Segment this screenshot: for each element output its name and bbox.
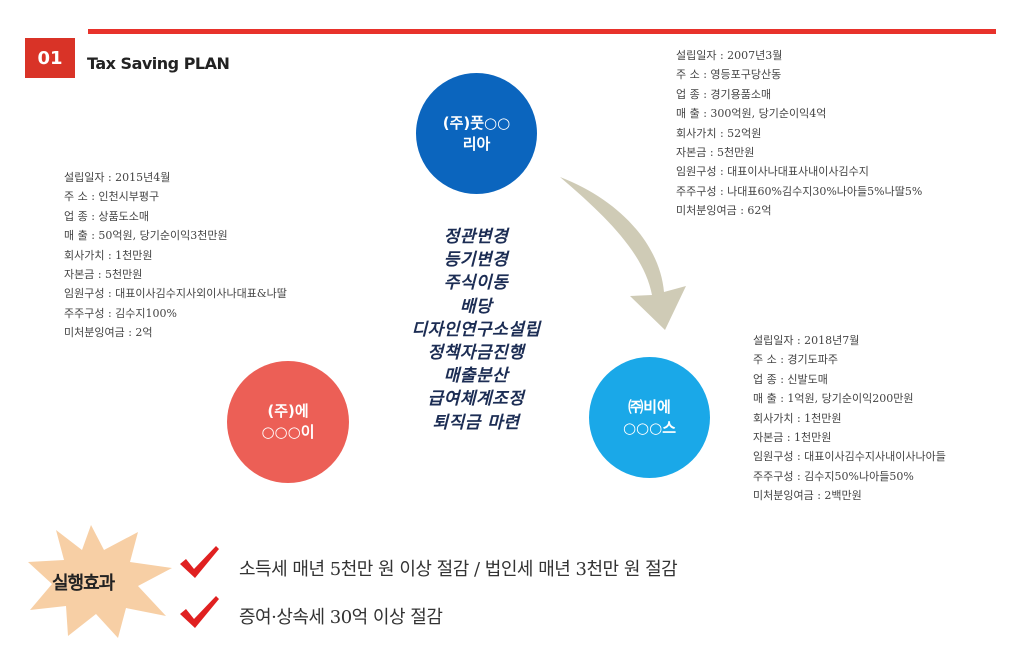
company-left-name-line1: (주)에 xyxy=(267,402,309,420)
company-circle-left: (주)에 ○○○이 xyxy=(227,361,349,483)
effects-label: 실행효과 xyxy=(52,573,115,594)
info-line: 자본금 : 5천만원 xyxy=(64,268,143,282)
strategy-item: 정책자금진행 xyxy=(427,343,525,364)
company-right-name-line1: ㈜비에 xyxy=(628,397,671,416)
company-left-info: 설립일자 : 2015년4월 주 소 : 인천시부평구 업 종 : 상품도소매 … xyxy=(64,168,287,343)
strategy-item: 정관변경 xyxy=(443,227,509,247)
checkmark-icon xyxy=(180,596,219,628)
effect-item-1: 소득세 매년 5천만 원 이상 절감 / 법인세 매년 3천만 원 절감 xyxy=(239,559,678,580)
info-line: 주주구성 : 김수지50%나아들50% xyxy=(753,469,914,483)
info-line: 미처분잉여금 : 2억 xyxy=(64,326,153,340)
company-circle-top: (주)풋○○ 리아 xyxy=(416,73,537,194)
company-circle-right: ㈜비에 ○○○스 xyxy=(589,357,710,478)
info-line: 회사가치 : 52억원 xyxy=(676,126,762,140)
company-right-name-line2: ○○○스 xyxy=(622,418,677,437)
info-line: 주 소 : 영등포구당산동 xyxy=(676,68,782,82)
strategy-item: 급여체계조정 xyxy=(427,389,525,410)
section-number-badge: 01 xyxy=(25,38,75,78)
section-number: 01 xyxy=(37,47,63,69)
strategy-item: 주식이동 xyxy=(443,273,509,294)
effect-item-2: 증여·상속세 30억 이상 절감 xyxy=(239,607,443,628)
info-line: 업 종 : 신발도매 xyxy=(753,372,828,386)
info-line: 설립일자 : 2015년4월 xyxy=(64,171,171,184)
info-line: 설립일자 : 2018년7월 xyxy=(753,334,860,347)
company-top-name-line2: 리아 xyxy=(462,134,491,153)
strategy-list: 정관변경 등기변경 주식이동 배당 디자인연구소설립 정책자금진행 매출분산 급… xyxy=(380,226,572,435)
info-line: 매 출 : 50억원, 당기순이익3천만원 xyxy=(64,229,228,243)
info-line: 자본금 : 5천만원 xyxy=(676,146,755,160)
strategy-item: 퇴직금 마련 xyxy=(432,412,520,433)
info-line: 주 소 : 경기도파주 xyxy=(753,353,839,367)
checkmark-icon xyxy=(180,546,219,578)
info-line: 임원구성 : 대표이사김수지사내이사나아들 xyxy=(753,450,946,464)
info-line: 주 소 : 인천시부평구 xyxy=(64,190,160,204)
info-line: 회사가치 : 1천만원 xyxy=(64,248,153,262)
strategy-item: 디자인연구소설립 xyxy=(411,319,541,340)
info-line: 주주구성 : 나대표60%김수지30%나아들5%나딸5% xyxy=(676,184,923,198)
info-line: 설립일자 : 2007년3월 xyxy=(676,49,783,62)
strategy-item: 등기변경 xyxy=(443,250,509,271)
company-top-info: 설립일자 : 2007년3월 주 소 : 영등포구당산동 업 종 : 경기용품소… xyxy=(676,46,922,221)
info-line: 업 종 : 상품도소매 xyxy=(64,209,150,223)
strategy-item: 매출분산 xyxy=(443,366,509,387)
info-line: 임원구성 : 대표이사김수지사외이사나대표&나딸 xyxy=(64,287,287,301)
header-rule xyxy=(88,29,996,34)
info-line: 매 출 : 1억원, 당기순이익200만원 xyxy=(753,392,914,406)
info-line: 자본금 : 1천만원 xyxy=(753,431,832,445)
info-line: 임원구성 : 대표이사나대표사내이사김수지 xyxy=(676,165,869,179)
info-line: 업 종 : 경기용품소매 xyxy=(676,87,772,101)
info-line: 매 출 : 300억원, 당기순이익4억 xyxy=(676,107,827,121)
page-title: Tax Saving PLAN xyxy=(87,54,230,73)
company-top-name-line1: (주)풋○○ xyxy=(442,113,511,132)
starburst-icon xyxy=(28,525,172,638)
info-line: 회사가치 : 1천만원 xyxy=(753,411,842,425)
strategy-item: 배당 xyxy=(459,296,493,317)
company-left-name-line2: ○○○이 xyxy=(261,423,315,441)
company-right-info: 설립일자 : 2018년7월 주 소 : 경기도파주 업 종 : 신발도매 매 … xyxy=(753,331,946,506)
info-line: 미처분잉여금 : 62억 xyxy=(676,204,772,218)
info-line: 미처분잉여금 : 2백만원 xyxy=(753,489,862,503)
info-line: 주주구성 : 김수지100% xyxy=(64,306,177,320)
